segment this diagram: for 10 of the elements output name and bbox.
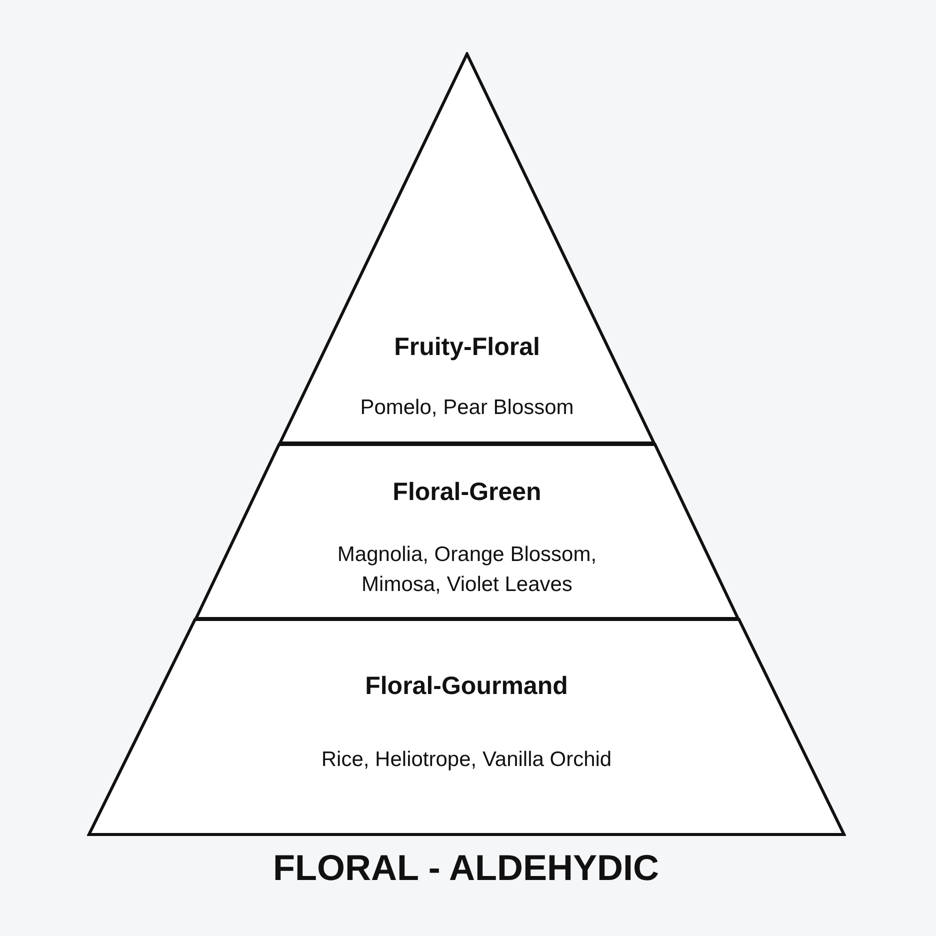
tier-heading: Fruity-Floral (393, 332, 541, 363)
pyramid-tier (278, 52, 656, 445)
pyramid-tier (194, 443, 740, 620)
tier-heading: Floral-Green (392, 477, 542, 508)
tier-notes: Magnolia, Orange Blossom, Mimosa, Violet Leaves (336, 542, 598, 598)
pyramid-tier (87, 618, 846, 836)
tier-notes: Pomelo, Pear Blossom (359, 395, 575, 421)
tier-notes: Rice, Heliotrope, Vanilla Orchid (320, 747, 613, 773)
diagram-title: FLORAL - ALDEHYDIC (272, 846, 660, 890)
tier-heading: Floral-Gourmand (364, 671, 569, 702)
